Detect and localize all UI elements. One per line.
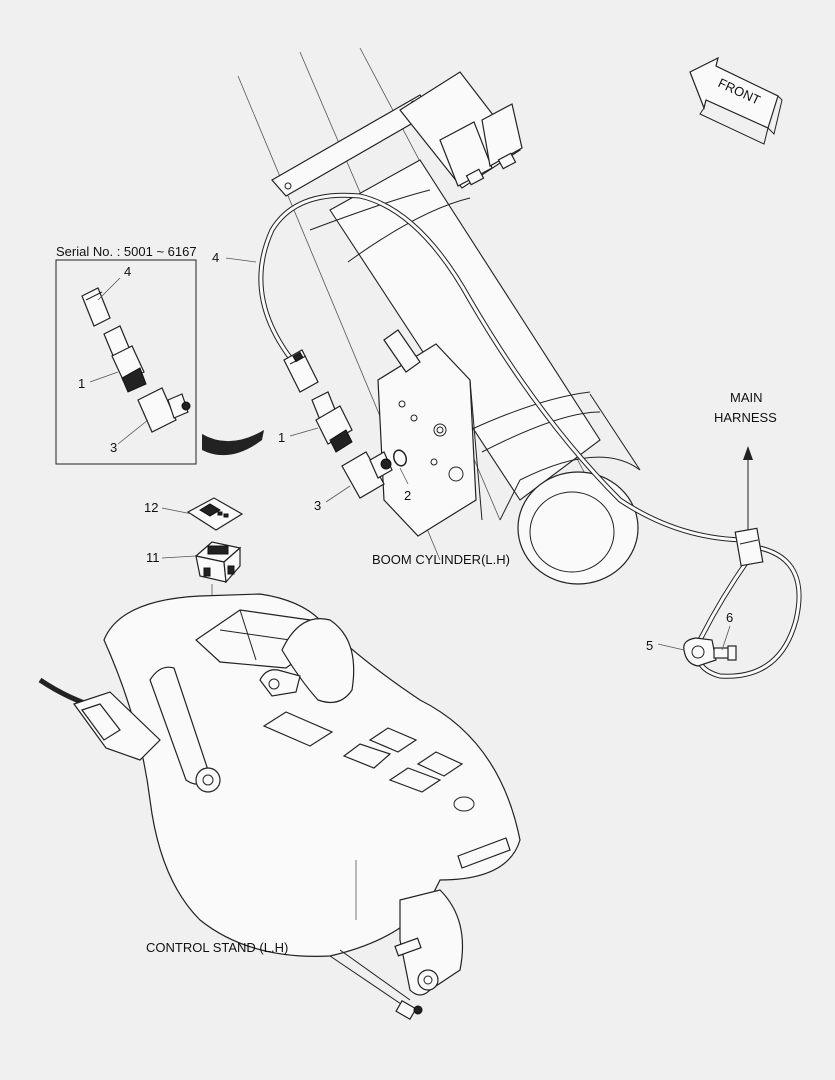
callout-1: 1	[278, 430, 285, 445]
serial-number-label: Serial No. : 5001 ~ 6167	[56, 244, 197, 259]
leader-lines	[161, 257, 731, 651]
inset-pointer-arrow	[202, 430, 264, 456]
clamp-part-5	[683, 637, 717, 667]
boom-cylinder	[271, 71, 641, 585]
wire-harness	[258, 192, 802, 679]
callout-4: 4	[212, 250, 219, 265]
inset-callout-4: 4	[124, 264, 131, 279]
inset-callout-1: 1	[78, 376, 85, 391]
inset-box	[55, 259, 197, 465]
callout-11: 11	[146, 550, 160, 565]
callout-3: 3	[314, 498, 321, 513]
connector-part-4	[283, 349, 319, 393]
callout-12: 12	[144, 500, 158, 515]
callout-5: 5	[646, 638, 653, 653]
front-arrow: FRONT	[689, 56, 783, 145]
callout-2: 2	[404, 488, 411, 503]
control-stand-label: CONTROL STAND (L.H)	[146, 940, 288, 955]
pressure-switch-part-1	[311, 391, 353, 453]
main-harness-label-line1: MAIN	[730, 390, 763, 405]
adapter-part-3	[341, 451, 393, 499]
main-harness-label-line2: HARNESS	[714, 410, 777, 425]
callout-6: 6	[726, 610, 733, 625]
rocker-switch-part-11	[194, 541, 242, 584]
boom-cylinder-label: BOOM CYLINDER(L.H)	[372, 552, 510, 567]
o-ring-part-2	[392, 449, 408, 467]
control-stand	[38, 593, 521, 1021]
switch-cover-part-12	[186, 497, 244, 531]
bolt-part-6	[713, 645, 737, 661]
inset-callout-3: 3	[110, 440, 117, 455]
